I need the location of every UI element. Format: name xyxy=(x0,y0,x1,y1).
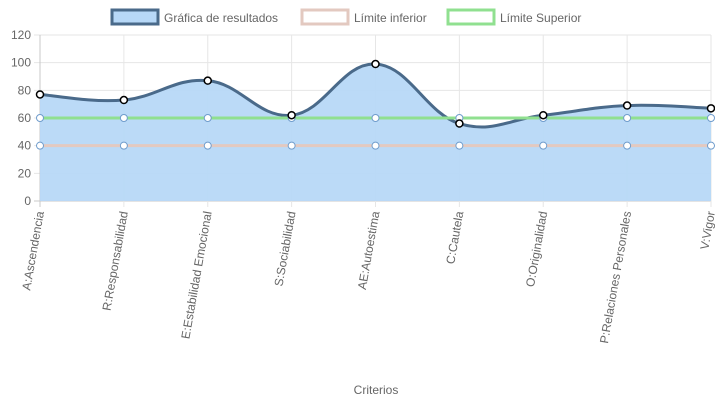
y-tick-label: 60 xyxy=(18,111,32,125)
x-tick-label: O:Originalidad xyxy=(523,210,550,288)
x-tick-label: V:Vigor xyxy=(697,210,715,251)
data-point xyxy=(707,114,715,122)
y-tick-label: 40 xyxy=(18,139,32,153)
y-tick-label: 0 xyxy=(24,194,31,208)
data-point xyxy=(707,141,715,150)
legend: Gráfica de resultados Límite inferior Lími… xyxy=(110,8,581,26)
x-tick-label: S:Sociabilidad xyxy=(272,210,299,287)
legend-swatch xyxy=(446,8,496,26)
legend-label: Límite Superior xyxy=(500,11,581,25)
data-point xyxy=(371,59,380,69)
y-tick-label: 80 xyxy=(18,83,32,97)
series-area xyxy=(40,64,711,201)
y-tick-label: 100 xyxy=(11,56,31,70)
data-point xyxy=(371,141,380,150)
x-tick-label: AE:Autoestima xyxy=(355,210,383,291)
data-point xyxy=(623,141,632,150)
data-point xyxy=(203,114,212,122)
data-point xyxy=(119,95,129,105)
data-point xyxy=(119,114,128,122)
data-point xyxy=(706,104,715,113)
x-axis-title: Criterios xyxy=(354,383,399,397)
x-tick-label: P:Relaciones Personales xyxy=(597,210,634,344)
legend-label: Gráfica de resultados xyxy=(164,11,278,25)
area-fill xyxy=(40,64,711,201)
data-point xyxy=(36,114,44,122)
x-axis-tick-labels: A:Ascendencia R:Responsabilidad E:Estabili… xyxy=(19,210,715,345)
data-point xyxy=(203,76,212,85)
data-point xyxy=(455,119,464,128)
data-points xyxy=(35,59,715,150)
data-point xyxy=(371,114,380,122)
data-point xyxy=(455,141,464,150)
y-tick-label: 120 xyxy=(11,28,31,42)
y-axis-tick-labels: 0 20 40 60 80 100 120 xyxy=(11,28,31,208)
data-point xyxy=(539,141,548,150)
data-point xyxy=(203,141,212,150)
data-point xyxy=(623,114,632,122)
y-tick-label: 20 xyxy=(18,166,32,180)
x-tick-label: E:Estabilidad Emocional xyxy=(178,210,214,340)
data-point xyxy=(35,90,45,99)
legend-swatch xyxy=(110,8,160,26)
data-point xyxy=(539,110,548,120)
data-point xyxy=(622,101,632,110)
x-tick-label: C:Cautela xyxy=(443,210,466,265)
data-point xyxy=(119,141,128,150)
data-point xyxy=(287,110,296,120)
x-tick-label: R:Responsabilidad xyxy=(100,210,131,312)
x-tick-label: A:Ascendencia xyxy=(19,210,47,292)
data-point xyxy=(36,141,44,150)
legend-swatch xyxy=(300,8,350,26)
data-point xyxy=(287,141,296,150)
legend-label: Límite inferior xyxy=(354,11,427,25)
